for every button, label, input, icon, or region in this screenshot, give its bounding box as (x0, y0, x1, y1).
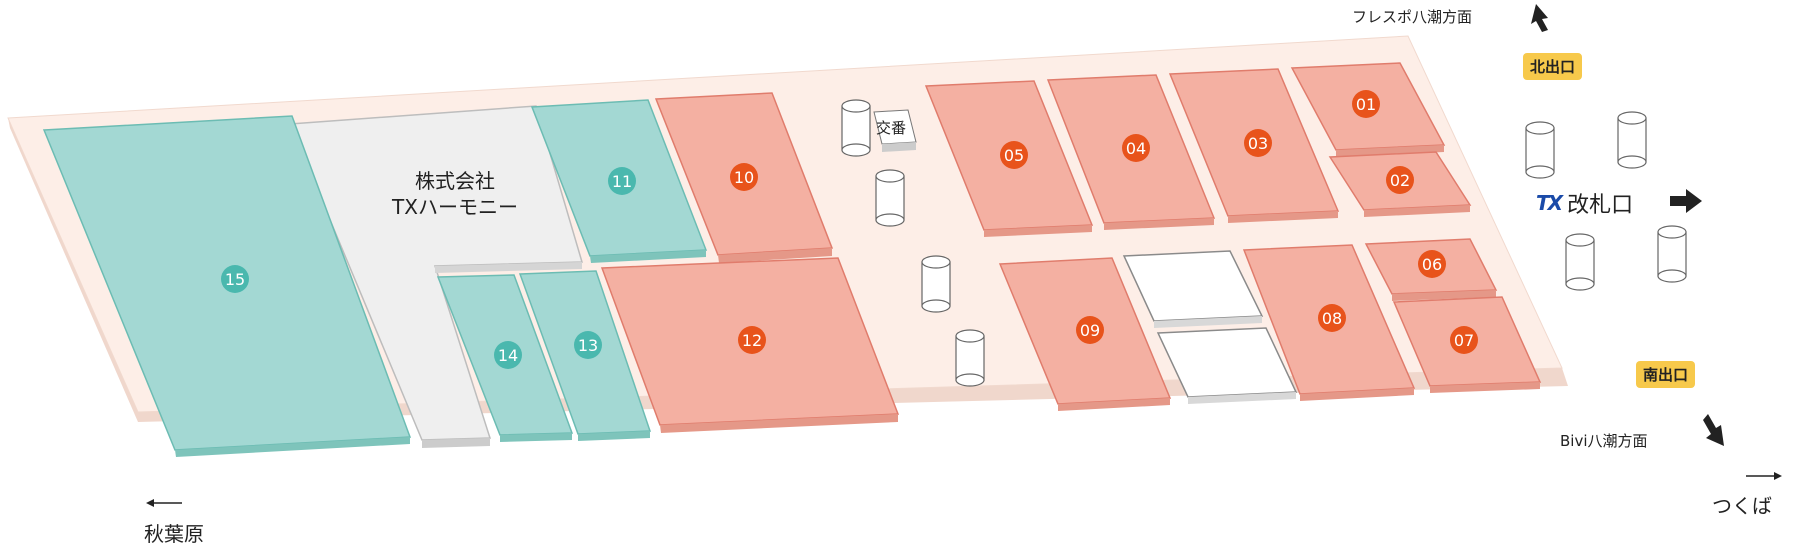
empty-block-lower (1156, 327, 1298, 404)
pillars (841, 99, 1687, 387)
lot-13[interactable]: 13 (518, 270, 652, 441)
pillar (955, 329, 985, 387)
empty-block-upper (1122, 250, 1264, 328)
arrow-tsukuba-icon (1746, 472, 1782, 480)
koban-label: 交番 (876, 119, 907, 137)
lot-05[interactable]: 05 (924, 80, 1094, 237)
lot-12[interactable]: 12 (600, 257, 900, 433)
company-line1: 株式会社 (415, 169, 495, 193)
pillar (921, 255, 951, 313)
lot-number: 11 (612, 172, 632, 191)
direction-tsukuba: つくば (1712, 494, 1772, 518)
arrow-flesspo-icon (1531, 4, 1548, 32)
svg-text:05: 05 (1004, 146, 1024, 165)
pillar (875, 169, 905, 227)
north-exit-badge[interactable]: 北出口 (1523, 53, 1583, 80)
arrow-akihabara-icon (146, 499, 182, 507)
lot-06[interactable]: 06 (1364, 238, 1498, 301)
company-label: 株式会社 TXハーモニー (375, 168, 535, 220)
pillar (1617, 111, 1647, 169)
koban-building (873, 109, 917, 152)
lot-04[interactable]: 04 (1046, 74, 1216, 230)
lot-03[interactable]: 03 (1168, 68, 1340, 223)
pillar (1525, 121, 1555, 179)
svg-text:10: 10 (734, 168, 754, 187)
company-line2: TXハーモニー (392, 195, 518, 219)
svg-text:13: 13 (578, 336, 598, 355)
tx-logo-icon: TX (1536, 191, 1563, 215)
arrow-gate-icon (1670, 189, 1702, 213)
direction-bivi: Bivi八潮方面 (1560, 432, 1648, 450)
svg-text:04: 04 (1126, 139, 1146, 158)
ticket-gate-label: 改札口 (1567, 193, 1634, 218)
pillar (841, 99, 871, 157)
lot-15[interactable]: 15 (42, 115, 412, 457)
company-building (288, 105, 583, 448)
svg-text:12: 12 (742, 331, 762, 350)
svg-text:02: 02 (1390, 171, 1410, 190)
svg-text:14: 14 (498, 346, 518, 365)
svg-text:07: 07 (1454, 331, 1474, 350)
lot-08[interactable]: 08 (1242, 244, 1416, 401)
lot-02[interactable]: 02 (1328, 151, 1472, 217)
arrow-bivi-icon (1703, 414, 1724, 446)
lot-11[interactable]: 11 (530, 99, 708, 263)
lot-07[interactable]: 07 (1392, 296, 1542, 393)
svg-text:08: 08 (1322, 309, 1342, 328)
lot-09[interactable]: 09 (998, 257, 1172, 411)
lot-10[interactable]: 10 (654, 92, 834, 263)
pillar (1565, 233, 1595, 291)
lot-number: 15 (225, 270, 245, 289)
svg-text:09: 09 (1080, 321, 1100, 340)
lot-14[interactable]: 14 (436, 274, 574, 442)
ticket-gate[interactable]: TX 改札口 (1536, 187, 1633, 219)
lot-01[interactable]: 01 (1290, 62, 1446, 157)
svg-text:06: 06 (1422, 255, 1442, 274)
direction-flesspo: フレスポ八潮方面 (1352, 8, 1473, 26)
svg-text:01: 01 (1356, 95, 1376, 114)
direction-akihabara: 秋葉原 (144, 522, 204, 546)
pillar (1657, 225, 1687, 283)
lot-badge (221, 265, 249, 293)
south-exit-badge[interactable]: 南出口 (1636, 361, 1696, 388)
svg-text:03: 03 (1248, 134, 1268, 153)
lots-layer: 15 11 14 13 10 (42, 62, 1542, 457)
